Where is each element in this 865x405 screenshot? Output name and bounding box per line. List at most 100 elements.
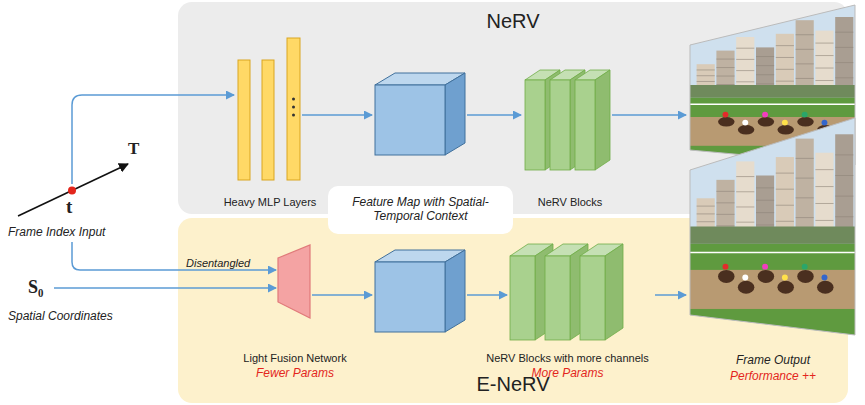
drawing-line <box>716 59 734 60</box>
drawing-line <box>796 49 814 50</box>
drawing-line <box>736 176 754 177</box>
drawing-line <box>776 205 794 206</box>
drawing-rect <box>796 139 814 238</box>
input-line-coords <box>54 287 276 289</box>
text-holder: NeRV <box>178 10 848 33</box>
drawing-rect <box>550 80 570 170</box>
node-sublabel: Performance ++ <box>730 370 816 384</box>
label-holder: S₀ <box>28 278 43 297</box>
drawing-line <box>697 69 715 70</box>
drawing-line <box>796 158 814 159</box>
input-caption: Spatial Coordinates <box>8 310 113 322</box>
drawing-line <box>716 84 734 85</box>
feature-map-box: Feature Map with Spatial-Temporal Contex… <box>328 186 513 234</box>
node-label: NeRV Blocks with more channels <box>486 352 648 365</box>
node-label: NeRV <box>487 10 540 33</box>
drawing-ellipse <box>817 281 834 294</box>
drawing-line <box>756 83 774 84</box>
drawing-line <box>736 81 754 82</box>
drawing-line <box>716 76 734 77</box>
feature-cube-bottom <box>375 250 465 332</box>
nerv-blocks-shape <box>515 62 625 212</box>
drawing-line <box>736 48 754 49</box>
drawing-rect <box>690 85 855 98</box>
drawing-ellipse <box>777 281 794 294</box>
drawing-circle <box>723 264 729 270</box>
drawing-polygon <box>445 73 465 155</box>
drawing-line <box>690 103 855 105</box>
text-holder: NeRV Blocks with more channels <box>480 348 655 366</box>
drawing-rect <box>525 80 545 170</box>
drawing-line <box>796 217 814 218</box>
drawing-ellipse <box>718 117 735 127</box>
drawing-line <box>756 187 774 188</box>
drawing-line <box>756 74 774 75</box>
input-line-frame-index <box>72 242 276 270</box>
drawing-line <box>776 173 794 174</box>
drawing-circle <box>782 120 788 126</box>
drawing-circle <box>292 106 295 109</box>
drawing-line <box>835 32 853 33</box>
drawing-rect <box>262 60 274 180</box>
drawing-circle <box>782 275 788 281</box>
drawing-ellipse <box>797 270 814 283</box>
drawing-rect <box>238 60 250 180</box>
drawing-line <box>697 75 715 76</box>
flow-arrow <box>302 114 372 116</box>
drawing-ellipse <box>797 117 814 127</box>
drawing-rect <box>690 227 855 244</box>
drawing-line <box>690 252 855 254</box>
label-holder: t <box>66 197 72 217</box>
flow-arrow <box>467 294 507 296</box>
drawing-line <box>815 220 833 221</box>
input-caption: Frame Index Input <box>8 226 105 238</box>
drawing-polygon <box>690 5 855 165</box>
drawing-line <box>835 216 853 217</box>
axis-label: T <box>128 140 139 157</box>
drawing-rect <box>796 20 814 93</box>
text-holder: More Params <box>480 363 655 381</box>
flow-arrow <box>467 114 521 116</box>
drawing-rect <box>690 5 855 165</box>
drawing-line <box>776 189 794 190</box>
drawing-rect <box>580 256 605 340</box>
drawing-rect <box>815 31 833 93</box>
drawing-circle <box>292 98 295 101</box>
drawing-polygon <box>595 70 610 170</box>
drawing-line <box>835 196 853 197</box>
drawing-circle <box>292 114 295 117</box>
drawing-line <box>716 202 734 203</box>
mlp-layers: Heavy MLP Layers <box>212 35 328 207</box>
drawing-line <box>756 212 774 213</box>
drawing-line <box>835 47 853 48</box>
drawing-line <box>736 191 754 192</box>
node-label: Frame Output <box>736 354 810 368</box>
label-holder: Disentangled <box>186 253 250 271</box>
node-sublabel: More Params <box>531 367 603 381</box>
nerv-blocks: NeRV Blocks <box>515 62 625 212</box>
drawing-line <box>835 154 853 155</box>
drawing-rect <box>776 34 794 93</box>
drawing-line <box>776 221 794 222</box>
drawing-line <box>815 203 833 204</box>
drawing-line <box>697 213 715 214</box>
drawing-line <box>716 225 734 226</box>
drawing-line <box>835 62 853 63</box>
drawing-line <box>776 81 794 82</box>
drawing-circle <box>762 112 768 118</box>
drawing-rect <box>545 256 570 340</box>
drawing-line <box>796 178 814 179</box>
drawing-ellipse <box>758 270 775 283</box>
text-holder: Feature Map with Spatial-Temporal Contex… <box>328 196 513 224</box>
drawing-circle <box>802 264 808 270</box>
node-label: Light Fusion Network <box>243 352 346 365</box>
drawing-line <box>815 55 833 56</box>
drawing-ellipse <box>718 270 735 283</box>
drawing-circle <box>762 264 768 270</box>
flow-connector <box>655 294 686 296</box>
feature-cube-top <box>375 73 465 155</box>
drawing-line <box>716 191 734 192</box>
node-sublabel: Fewer Params <box>256 367 334 381</box>
drawing-rect <box>690 270 855 309</box>
